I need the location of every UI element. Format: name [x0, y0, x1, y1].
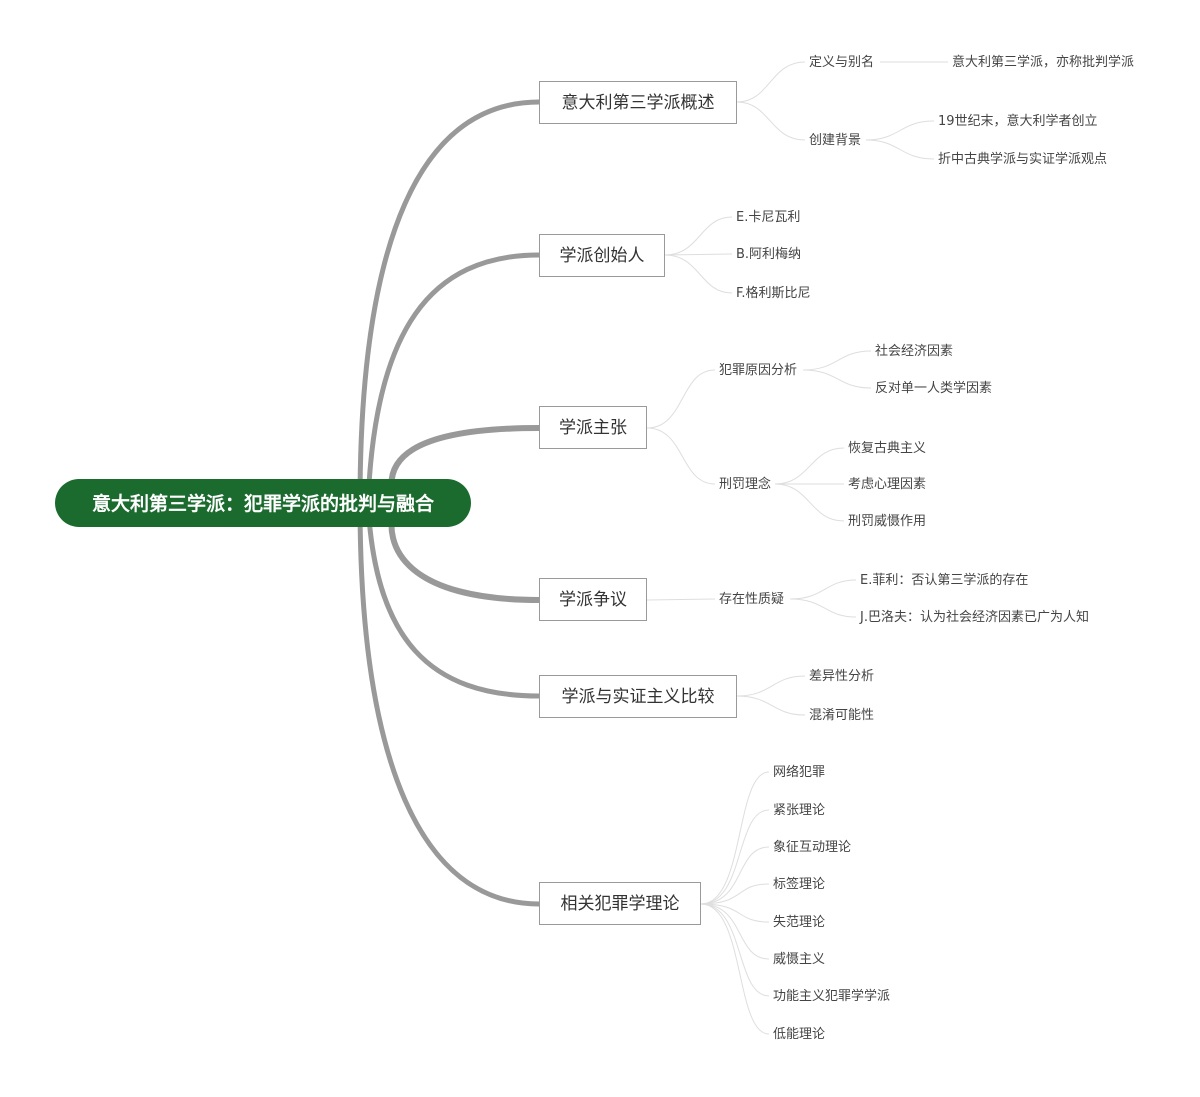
- topic-socioeconomic-factors[interactable]: 社会经济因素: [875, 343, 953, 359]
- connector-founders-2: [664, 253, 733, 256]
- topic-against-anthropological[interactable]: 反对单一人类学因素: [875, 380, 992, 396]
- topic-labeling-theory[interactable]: 标签理论: [773, 876, 825, 892]
- branch-controversy[interactable]: 学派争议: [539, 578, 647, 621]
- connector-comparison-2: [736, 695, 806, 716]
- root-node[interactable]: 意大利第三学派：犯罪学派的批判与融合: [55, 479, 471, 527]
- topic-founding-background[interactable]: 创建背景: [809, 133, 861, 148]
- branch-comparison[interactable]: 学派与实证主义比较: [539, 675, 737, 718]
- topic-confusion-possibility[interactable]: 混淆可能性: [809, 708, 874, 723]
- branch-founders-label: 学派创始人: [560, 246, 645, 266]
- topic-founder-1[interactable]: E.卡尼瓦利: [736, 210, 800, 225]
- branch-doctrines-box[interactable]: [539, 406, 647, 449]
- connector-doctrines-penalty: [646, 427, 716, 485]
- connector-overview-background: [736, 101, 806, 141]
- connector-causes-1: [802, 350, 872, 371]
- branch-overview-box[interactable]: [539, 81, 737, 124]
- connector-causes-2: [802, 369, 872, 389]
- connector-related-theory-3: [700, 846, 770, 905]
- connector-founders-1: [664, 216, 733, 256]
- connector-related-theory-1: [700, 771, 770, 905]
- branch-comparison-label: 学派与实证主义比较: [562, 687, 715, 707]
- topic-crime-causes[interactable]: 犯罪原因分析: [719, 363, 797, 378]
- topic-definition-detail[interactable]: 意大利第三学派，亦称批判学派: [952, 54, 1134, 70]
- connector-related-theory-2: [700, 809, 770, 905]
- topic-feeblemindedness-theory[interactable]: 低能理论: [773, 1027, 825, 1042]
- topic-penalty-concept[interactable]: 刑罚理念: [719, 476, 771, 492]
- topic-founding-detail-1[interactable]: 19世纪末，意大利学者创立: [938, 113, 1098, 129]
- connector-related-theory-7: [700, 903, 770, 997]
- topic-difference-analysis[interactable]: 差异性分析: [809, 669, 874, 684]
- branch-overview-label: 意大利第三学派概述: [562, 93, 715, 113]
- connector-controversy-existence: [646, 598, 716, 601]
- connector-founders-3: [664, 254, 733, 294]
- topic-anomie-theory[interactable]: 失范理论: [773, 915, 825, 930]
- topic-restore-classicism[interactable]: 恢复古典主义: [848, 441, 926, 456]
- topic-cyber-crime[interactable]: 网络犯罪: [773, 764, 825, 780]
- topic-functionalist-school[interactable]: 功能主义犯罪学学派: [773, 988, 890, 1004]
- mind-map-nodes: 意大利第三学派：犯罪学派的批判与融合 意大利第三学派概述 定义与别名 意大利第三…: [55, 54, 1134, 1042]
- root-node-box[interactable]: [55, 479, 471, 527]
- branch-controversy-box[interactable]: [539, 578, 647, 621]
- connector-existence-2: [789, 598, 857, 618]
- branch-doctrines[interactable]: 学派主张: [539, 406, 647, 449]
- connector-comparison-1: [736, 675, 806, 697]
- topic-strain-theory[interactable]: 紧张理论: [773, 803, 825, 818]
- topic-founder-3[interactable]: F.格利斯比尼: [736, 285, 811, 301]
- connector-penalty-1: [774, 447, 845, 485]
- topic-ferri-view[interactable]: E.菲利：否认第三学派的存在: [860, 572, 1028, 588]
- connector-root-comparison: [365, 502, 540, 699]
- branch-related-theories-label: 相关犯罪学理论: [561, 894, 680, 914]
- connector-related-theory-8: [700, 903, 770, 1035]
- root-node-label: 意大利第三学派：犯罪学派的批判与融合: [92, 492, 435, 515]
- branch-related-theories[interactable]: 相关犯罪学理论: [539, 882, 701, 925]
- branch-founders-box[interactable]: [539, 234, 665, 277]
- branch-doctrines-label: 学派主张: [559, 418, 627, 438]
- connector-related-theory-5: [700, 903, 770, 923]
- topic-definition-alias[interactable]: 定义与别名: [809, 54, 874, 70]
- branch-related-theories-box[interactable]: [539, 882, 701, 925]
- topic-deterrence-doctrine[interactable]: 威慑主义: [773, 952, 825, 967]
- connector-related-theory-6: [700, 903, 770, 960]
- topic-symbolic-interaction[interactable]: 象征互动理论: [773, 840, 851, 855]
- connector-root-overview: [357, 99, 540, 504]
- branch-overview[interactable]: 意大利第三学派概述: [539, 81, 737, 124]
- topic-deterrence[interactable]: 刑罚威慑作用: [848, 514, 926, 529]
- connector-overview-definition: [736, 61, 806, 103]
- connector-root-related-theories: [357, 502, 540, 907]
- topic-existence-question[interactable]: 存在性质疑: [719, 591, 784, 607]
- branch-founders[interactable]: 学派创始人: [539, 234, 665, 277]
- connector-penalty-3: [774, 483, 845, 522]
- topic-founder-2[interactable]: B.阿利梅纳: [736, 247, 801, 262]
- topic-barlov-view[interactable]: J.巴洛夫：认为社会经济因素已广为人知: [859, 609, 1089, 625]
- connector-related-theory-4: [700, 883, 770, 905]
- branch-controversy-label: 学派争议: [559, 590, 627, 610]
- connector-root-founders: [365, 252, 540, 504]
- branch-comparison-box[interactable]: [539, 675, 737, 718]
- connector-doctrines-causes: [646, 369, 716, 429]
- connector-background-detail-1: [865, 120, 935, 141]
- connector-existence-1: [789, 579, 857, 600]
- connector-background-detail-2: [865, 139, 935, 160]
- topic-founding-detail-2[interactable]: 折中古典学派与实证学派观点: [938, 151, 1107, 167]
- topic-psychological-factors[interactable]: 考虑心理因素: [848, 477, 926, 492]
